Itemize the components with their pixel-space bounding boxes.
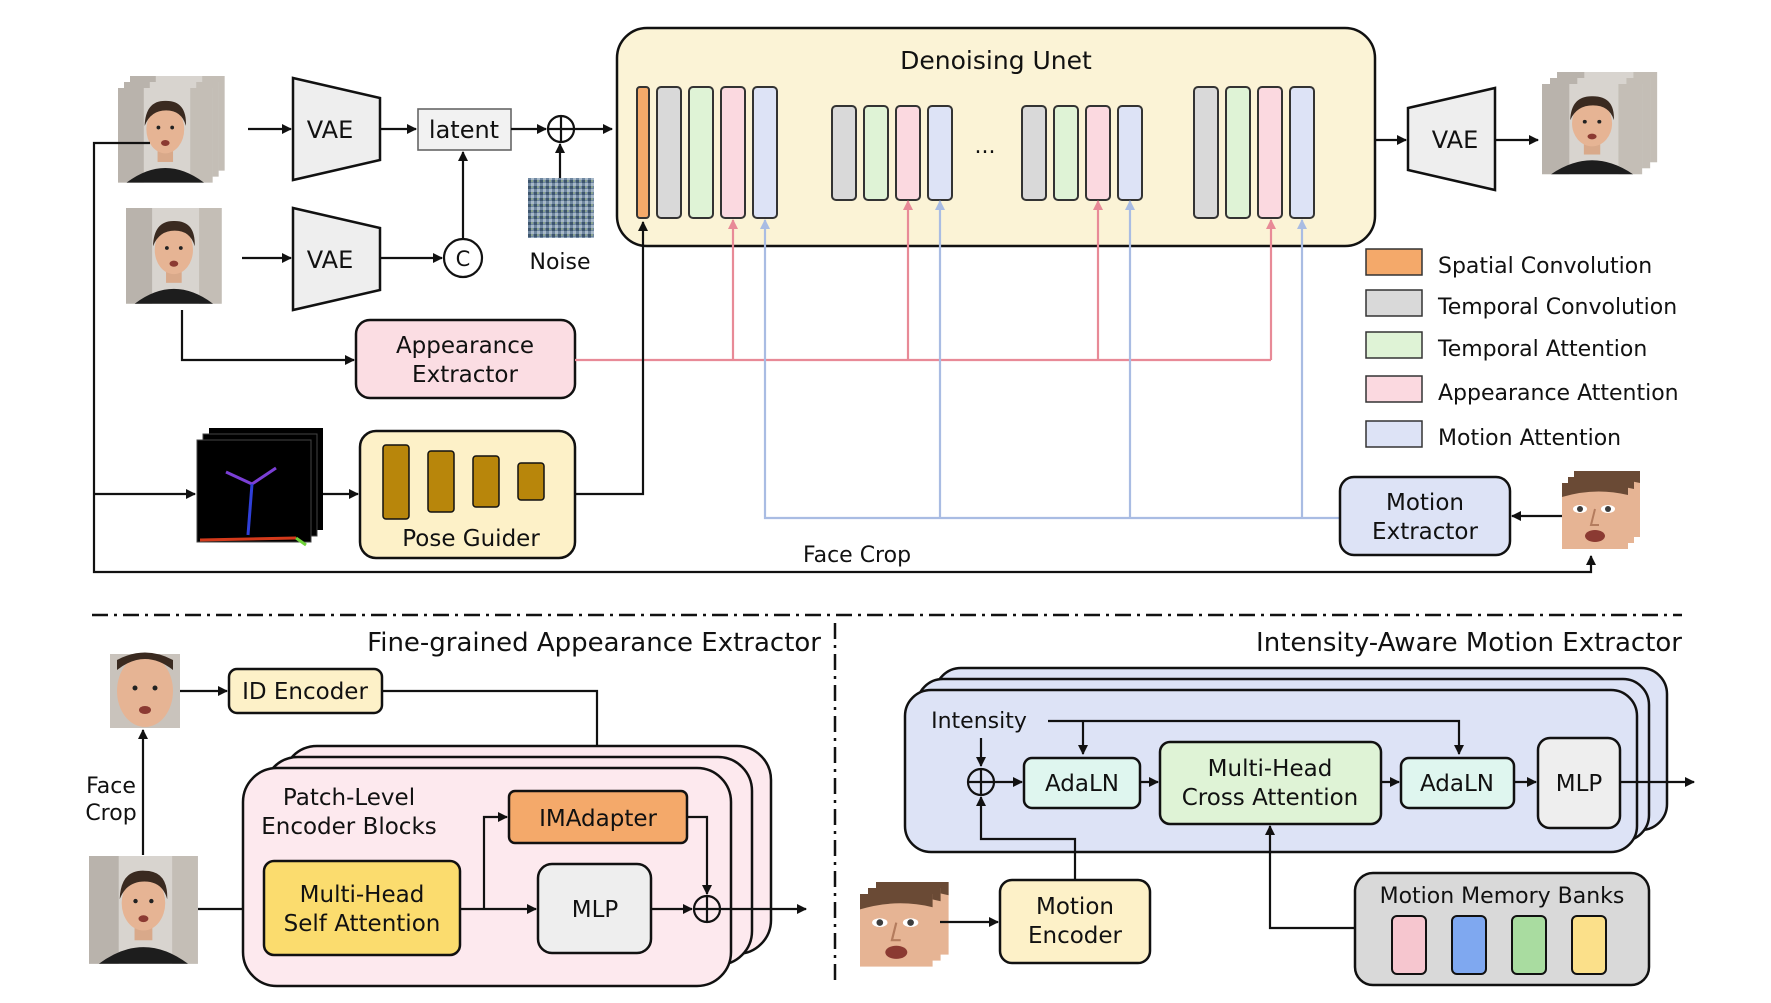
reference-image bbox=[126, 208, 222, 304]
pose-guider-block bbox=[382, 444, 410, 520]
cross-attention-label-1: Multi-Head bbox=[1208, 756, 1333, 782]
motion-extractor-label-1: Motion bbox=[1386, 490, 1464, 516]
face-crop-side-label-1: Face bbox=[86, 774, 136, 799]
legend-swatch bbox=[1365, 420, 1423, 448]
motion-encoder-label-2: Encoder bbox=[1028, 923, 1123, 949]
legend-swatch bbox=[1365, 375, 1423, 403]
face-crop-icon bbox=[858, 880, 950, 968]
vae-encoder-top bbox=[291, 76, 382, 182]
appearance-extractor-label-1: Appearance bbox=[396, 333, 534, 359]
face-photo-icon bbox=[1542, 84, 1643, 175]
appearance-attention-block bbox=[1257, 86, 1283, 219]
unet-blocks: ... bbox=[636, 86, 1315, 219]
face-crop-icon bbox=[110, 652, 180, 728]
temporal-attention-block bbox=[863, 105, 889, 201]
temporal-attention-block bbox=[1053, 105, 1079, 201]
temporal-conv-block bbox=[656, 86, 682, 219]
noise-label: Noise bbox=[529, 250, 590, 275]
cross-attention-label-2: Cross Attention bbox=[1182, 785, 1359, 811]
appearance-attention-block bbox=[895, 105, 921, 201]
output-video-frames bbox=[1542, 72, 1658, 175]
multi-head-self-attention bbox=[262, 859, 462, 957]
vae-decoder bbox=[1406, 86, 1497, 192]
pose-guider-label: Pose Guider bbox=[402, 526, 540, 552]
memory-bank-4 bbox=[1571, 915, 1607, 975]
denoising-unet bbox=[615, 26, 1377, 248]
face-photo-icon bbox=[126, 208, 222, 304]
self-attention-label-2: Self Attention bbox=[284, 911, 441, 937]
intensity-label: Intensity bbox=[931, 709, 1027, 734]
motion-attention-block bbox=[1117, 105, 1143, 201]
temporal-conv-block bbox=[831, 105, 857, 201]
temporal-attention-block bbox=[688, 86, 714, 219]
legend: Spatial Convolution Temporal Convolution… bbox=[1365, 248, 1679, 451]
appearance-panel-title: Fine-grained Appearance Extractor bbox=[367, 628, 821, 658]
multi-head-cross-attention bbox=[1158, 740, 1383, 826]
temporal-conv-block bbox=[1193, 86, 1219, 219]
legend-label: Appearance Attention bbox=[1438, 381, 1679, 406]
motion-attention-block bbox=[1289, 86, 1315, 219]
input-video-frames bbox=[118, 76, 225, 183]
memory-bank-1 bbox=[1391, 915, 1427, 975]
vae-encoder-reference-label: VAE bbox=[307, 246, 353, 274]
mlp-motion-label: MLP bbox=[1556, 771, 1603, 797]
pose-guider-block bbox=[472, 455, 500, 508]
legend-label: Temporal Convolution bbox=[1437, 295, 1677, 320]
face-photo-icon bbox=[89, 856, 198, 964]
legend-swatch bbox=[1365, 331, 1423, 359]
unet-title: Denoising Unet bbox=[900, 46, 1092, 75]
spatial-conv-block bbox=[636, 86, 650, 219]
legend-swatch bbox=[1365, 248, 1423, 276]
motion-extractor bbox=[1338, 475, 1512, 557]
self-attention-label-1: Multi-Head bbox=[300, 882, 425, 908]
appearance-attention-block bbox=[720, 86, 746, 219]
pose-skeleton-icon bbox=[196, 428, 323, 547]
latent-label: latent bbox=[429, 116, 499, 144]
input-reference-image bbox=[89, 856, 198, 964]
face-photo-icon bbox=[118, 88, 213, 183]
motion-extractor-label-2: Extractor bbox=[1372, 519, 1478, 545]
legend-label: Motion Attention bbox=[1438, 426, 1621, 451]
mlp-appearance-label: MLP bbox=[572, 897, 619, 923]
adaln-first-label: AdaLN bbox=[1045, 771, 1119, 797]
vae-decoder-label: VAE bbox=[1432, 126, 1478, 154]
legend-label: Spatial Convolution bbox=[1438, 254, 1652, 279]
adaln-second-label: AdaLN bbox=[1420, 771, 1494, 797]
memory-bank-3 bbox=[1511, 915, 1547, 975]
latent-box bbox=[417, 108, 512, 151]
imadapter-label: IMAdapter bbox=[539, 806, 657, 832]
legend-label: Temporal Attention bbox=[1437, 337, 1647, 362]
pose-guider-block bbox=[427, 450, 455, 513]
vae-encoder-reference bbox=[291, 206, 382, 312]
id-encoder-label: ID Encoder bbox=[242, 679, 368, 705]
motion-attention-block bbox=[752, 86, 778, 219]
face-crop-label: Face Crop bbox=[803, 543, 911, 568]
memory-banks-label: Motion Memory Banks bbox=[1380, 884, 1625, 909]
face-crop-side-label-2: Crop bbox=[85, 801, 136, 826]
appearance-attention-block bbox=[1085, 105, 1111, 201]
noise-image-icon bbox=[528, 178, 594, 238]
patch-blocks-label-2: Encoder Blocks bbox=[261, 814, 437, 840]
vae-encoder-top-label: VAE bbox=[307, 116, 353, 144]
motion-encoder-label-1: Motion bbox=[1036, 894, 1114, 920]
concat-label: C bbox=[456, 247, 471, 271]
patch-blocks-label-1: Patch-Level bbox=[283, 785, 415, 811]
motion-encoder bbox=[998, 878, 1152, 965]
unet-ellipsis: ... bbox=[975, 134, 996, 159]
memory-bank-2 bbox=[1451, 915, 1487, 975]
face-crop-icon bbox=[1561, 470, 1641, 550]
temporal-attention-block bbox=[1225, 86, 1251, 219]
motion-panel-title: Intensity-Aware Motion Extractor bbox=[1256, 628, 1682, 658]
legend-swatch bbox=[1365, 289, 1423, 317]
appearance-extractor-label-2: Extractor bbox=[412, 362, 518, 388]
motion-attention-block bbox=[927, 105, 953, 201]
temporal-conv-block bbox=[1021, 105, 1047, 201]
pose-guider-block bbox=[517, 462, 545, 501]
